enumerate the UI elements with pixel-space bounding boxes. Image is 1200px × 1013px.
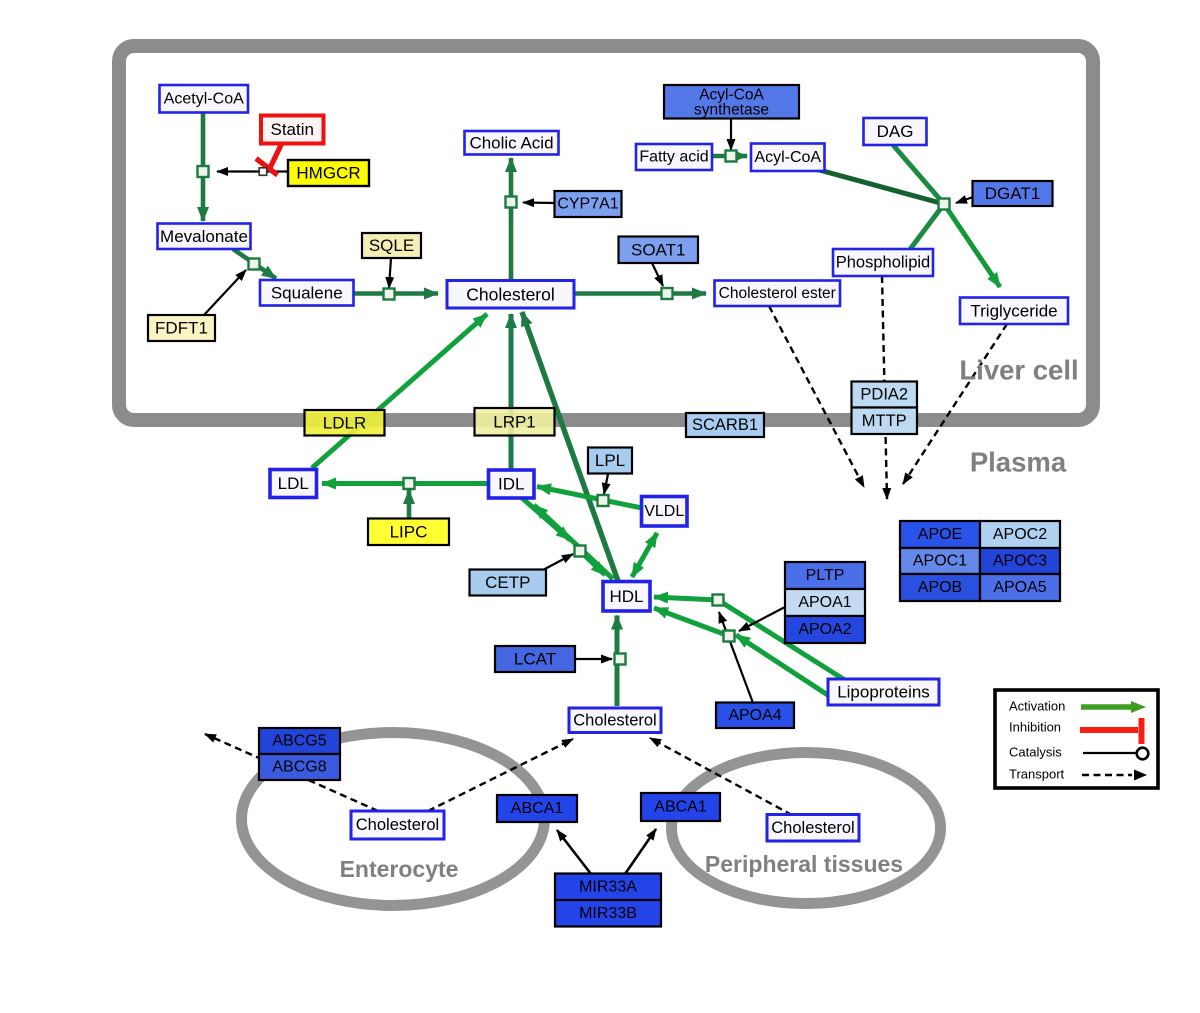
svg-text:ABCA1: ABCA1 <box>511 800 564 817</box>
svg-text:LPL: LPL <box>595 451 625 470</box>
svg-text:APOA1: APOA1 <box>798 594 851 611</box>
svg-text:DAG: DAG <box>877 122 914 141</box>
svg-text:Acetyl-CoA: Acetyl-CoA <box>164 90 244 107</box>
svg-text:Peripheral tissues: Peripheral tissues <box>705 851 903 877</box>
svg-text:APOB: APOB <box>918 579 962 596</box>
svg-text:APOA2: APOA2 <box>798 621 851 638</box>
svg-text:APOC3: APOC3 <box>993 553 1047 570</box>
svg-text:Activation: Activation <box>1009 699 1065 714</box>
svg-text:SOAT1: SOAT1 <box>631 240 685 259</box>
svg-text:LDLR: LDLR <box>323 413 366 432</box>
svg-text:Acyl-CoA: Acyl-CoA <box>699 87 764 104</box>
svg-text:ABCA1: ABCA1 <box>654 799 707 816</box>
svg-text:DGAT1: DGAT1 <box>985 184 1040 203</box>
svg-text:Phospholipid: Phospholipid <box>836 254 931 272</box>
svg-text:Squalene: Squalene <box>271 283 343 302</box>
svg-text:LDL: LDL <box>278 474 309 493</box>
svg-text:synthetase: synthetase <box>694 102 769 119</box>
svg-text:SCARB1: SCARB1 <box>692 416 758 434</box>
svg-text:MIR33A: MIR33A <box>579 878 637 895</box>
svg-text:Mevalonate: Mevalonate <box>160 227 248 246</box>
svg-text:Lipoproteins: Lipoproteins <box>837 683 930 702</box>
svg-text:VLDL: VLDL <box>644 503 684 520</box>
svg-text:Cholesterol: Cholesterol <box>573 711 656 729</box>
svg-text:PLTP: PLTP <box>806 567 845 584</box>
svg-text:FDFT1: FDFT1 <box>155 319 208 338</box>
svg-text:MIR33B: MIR33B <box>579 905 637 922</box>
svg-text:ABCG5: ABCG5 <box>272 733 326 750</box>
svg-text:Cholesterol ester: Cholesterol ester <box>719 285 836 302</box>
svg-text:MTTP: MTTP <box>862 412 907 430</box>
svg-text:Catalysis: Catalysis <box>1009 745 1062 760</box>
svg-text:LCAT: LCAT <box>514 650 556 669</box>
svg-text:APOA5: APOA5 <box>993 579 1046 596</box>
svg-text:APOA4: APOA4 <box>728 707 781 724</box>
svg-text:Cholesterol: Cholesterol <box>466 284 555 304</box>
svg-text:LIPC: LIPC <box>390 522 428 541</box>
svg-text:HDL: HDL <box>609 587 643 606</box>
svg-text:IDL: IDL <box>498 475 524 494</box>
svg-text:Transport: Transport <box>1009 767 1065 782</box>
svg-text:Acyl-CoA: Acyl-CoA <box>754 149 821 166</box>
svg-text:CYP7A1: CYP7A1 <box>557 196 618 213</box>
svg-text:Cholesterol: Cholesterol <box>356 816 439 834</box>
svg-text:APOE: APOE <box>918 526 962 543</box>
svg-text:PDIA2: PDIA2 <box>860 386 908 404</box>
svg-text:Statin: Statin <box>271 120 314 139</box>
svg-text:Fatty acid: Fatty acid <box>639 149 708 166</box>
svg-text:ABCG8: ABCG8 <box>272 759 326 776</box>
svg-text:LRP1: LRP1 <box>493 412 536 431</box>
svg-text:APOC1: APOC1 <box>913 553 967 570</box>
svg-text:Inhibition: Inhibition <box>1009 720 1061 735</box>
svg-text:APOC2: APOC2 <box>993 526 1047 543</box>
svg-text:SQLE: SQLE <box>369 236 414 255</box>
svg-text:Plasma: Plasma <box>970 447 1067 478</box>
svg-text:Liver cell: Liver cell <box>959 355 1078 386</box>
svg-text:HMGCR: HMGCR <box>296 164 360 183</box>
svg-text:Cholic Acid: Cholic Acid <box>469 133 553 152</box>
svg-text:Triglyceride: Triglyceride <box>970 301 1057 320</box>
svg-text:Enterocyte: Enterocyte <box>340 856 459 882</box>
svg-text:CETP: CETP <box>485 573 530 592</box>
svg-text:Cholesterol: Cholesterol <box>771 819 854 837</box>
